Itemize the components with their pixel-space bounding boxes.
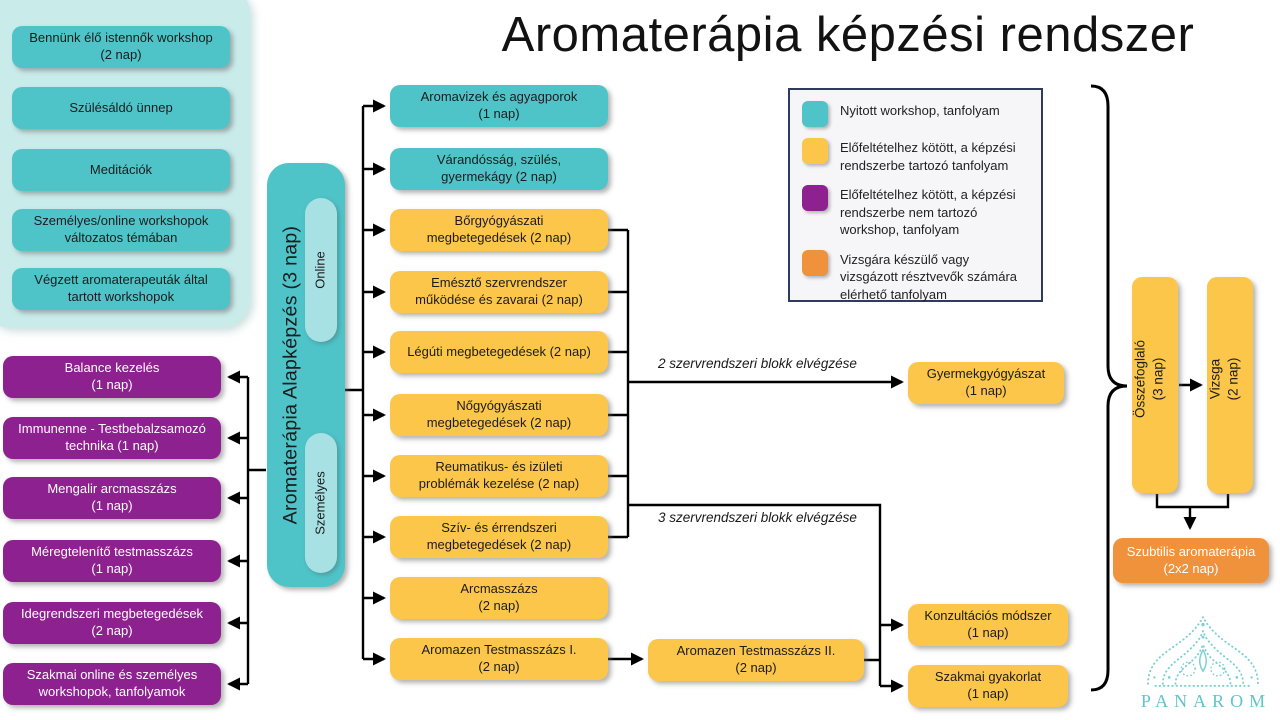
orange-swatch-icon xyxy=(802,249,828,276)
node-label: Méregtelenítő testmasszázs (1 nap) xyxy=(31,544,193,576)
legend-item-exam-related: Vizsgára készülő vagy vizsgázott résztve… xyxy=(802,249,1029,304)
node-aromavizek: Aromavizek és agyagporok (1 nap) xyxy=(390,85,608,127)
node-label: Immunenne - Testbebalzsamozó technika (1… xyxy=(18,421,206,453)
node-borgyogyaszat: Bőrgyógyászati megbetegedések (2 nap) xyxy=(390,209,608,251)
node-label: Emésztő szervrendszer működése és zavara… xyxy=(415,275,583,307)
node-leguti: Légúti megbetegedések (2 nap) xyxy=(390,331,608,373)
node-label: Nőgyógyászati megbetegedések (2 nap) xyxy=(426,398,572,430)
legend-label: Előfeltételhez kötött, a képzési rendsze… xyxy=(840,187,1016,238)
page-title: Aromaterápia képzési rendszer xyxy=(501,8,1195,62)
curly-brace xyxy=(1090,84,1128,692)
node-emeszto: Emésztő szervrendszer működése és zavara… xyxy=(390,271,608,313)
node-arcmasszazs: Arcmasszázs (2 nap) xyxy=(390,577,608,619)
node-istennok-workshop: Bennünk élő istennők workshop (2 nap) xyxy=(12,26,230,68)
node-varandossag: Várandósság, szülés, gyermekágy (2 nap) xyxy=(390,148,608,190)
panarom-logo: PANAROM xyxy=(1128,614,1278,714)
note-two-blocks: 2 szervrendszeri blokk elvégzése xyxy=(658,356,857,371)
node-label: Bennünk élő istennők workshop (2 nap) xyxy=(29,30,213,62)
legend-item-prereq-in-system: Előfeltételhez kötött, a képzési rendsze… xyxy=(802,138,1029,174)
node-vizsga: Vizsga (2 nap) xyxy=(1207,277,1253,493)
node-label: Vizsga (2 nap) xyxy=(1207,357,1240,401)
node-label: Személyes/online workshopok változatos t… xyxy=(33,213,209,245)
node-valtozatos-workshopok: Személyes/online workshopok változatos t… xyxy=(12,209,230,251)
node-sziv-errendszeri: Szív- és érrendszeri megbetegedések (2 n… xyxy=(390,516,608,558)
node-label: Bőrgyógyászati megbetegedések (2 nap) xyxy=(426,213,572,245)
node-label: Mengalir arcmasszázs (1 nap) xyxy=(47,481,177,513)
node-label: Várandósság, szülés, gyermekágy (2 nap) xyxy=(436,152,562,184)
node-szubtilis-aromaterapia: Szubtilis aromaterápia (2x2 nap) xyxy=(1113,538,1269,583)
node-gyermekgyogyaszat: Gyermekgyógyászat (1 nap) xyxy=(908,362,1064,404)
brand-name: PANAROM xyxy=(1140,691,1272,711)
teal-swatch-icon xyxy=(802,101,828,127)
node-szulesaldo-unnep: Szülésáldó ünnep xyxy=(12,87,230,129)
node-label: Légúti megbetegedések (2 nap) xyxy=(407,343,591,359)
yellow-swatch-icon xyxy=(802,138,828,164)
node-alapkepzes: Aromaterápia Alapképzés (3 nap) Online S… xyxy=(267,163,345,587)
node-meditaciok: Meditációk xyxy=(12,149,230,191)
legend-item-prereq-not-in-system: Előfeltételhez kötött, a képzési rendsze… xyxy=(802,185,1029,239)
node-szakmai-gyakorlat: Szakmai gyakorlat (1 nap) xyxy=(908,665,1068,707)
node-aromazen-2: Aromazen Testmasszázs II. (2 nap) xyxy=(648,639,864,681)
node-meregtelenito-testmasszazs: Méregtelenítő testmasszázs (1 nap) xyxy=(3,540,221,582)
node-reumatikus: Reumatikus- és izületi problémák kezelés… xyxy=(390,455,608,497)
node-label: Aromazen Testmasszázs II. (2 nap) xyxy=(676,643,836,675)
node-label: Konzultációs módszer (1 nap) xyxy=(924,608,1052,640)
node-nogyogyaszati: Nőgyógyászati megbetegedések (2 nap) xyxy=(390,394,608,436)
block-collector-lines xyxy=(608,228,904,693)
node-idegrendszeri: Idegrendszeri megbetegedések (2 nap) xyxy=(3,602,221,644)
pill-label: Online xyxy=(312,251,328,289)
node-label: Szív- és érrendszeri megbetegedések (2 n… xyxy=(426,520,572,552)
node-label: Reumatikus- és izületi problémák kezelés… xyxy=(418,459,580,491)
node-label: Aromavizek és agyagporok (1 nap) xyxy=(420,89,578,121)
node-konzultacios-modszer: Konzultációs módszer (1 nap) xyxy=(908,604,1068,646)
panarom-ornament-icon xyxy=(1147,615,1259,687)
module-branch-lines xyxy=(345,99,386,666)
mode-pill-online: Online xyxy=(305,198,337,342)
legend: Nyitott workshop, tanfolyam Előfeltételh… xyxy=(788,88,1043,302)
node-label: Szakmai gyakorlat (1 nap) xyxy=(934,669,1042,701)
final-stage-lines xyxy=(1090,84,1230,692)
node-vegzett-aromaterapeutak: Végzett aromaterapeuták által tartott wo… xyxy=(12,268,230,310)
node-label: Gyermekgyógyászat (1 nap) xyxy=(926,366,1046,398)
node-label: Balance kezelés (1 nap) xyxy=(64,360,160,392)
advanced-branch-lines xyxy=(227,370,266,691)
node-label: Szülésáldó ünnep xyxy=(69,99,173,115)
legend-label: Vizsgára készülő vagy vizsgázott résztve… xyxy=(840,251,1018,302)
node-label: Szubtilis aromaterápia (2x2 nap) xyxy=(1126,543,1256,576)
node-label: Idegrendszeri megbetegedések (2 nap) xyxy=(20,606,204,638)
node-label: Arcmasszázs (2 nap) xyxy=(460,581,538,613)
legend-label: Nyitott workshop, tanfolyam xyxy=(840,103,1000,118)
note-three-blocks: 3 szervrendszeri blokk elvégzése xyxy=(658,510,857,525)
node-label: Összefoglaló (3 nap) xyxy=(1132,339,1165,419)
node-osszefoglalo: Összefoglaló (3 nap) xyxy=(1132,277,1178,493)
pill-label: Személyes xyxy=(312,471,328,535)
node-label: Szakmai online és személyes workshopok, … xyxy=(26,667,198,699)
node-immunenne: Immunenne - Testbebalzsamozó technika (1… xyxy=(3,417,221,459)
node-aromazen-1: Aromazen Testmasszázs I. (2 nap) xyxy=(390,638,608,680)
node-label: Aromazen Testmasszázs I. (2 nap) xyxy=(421,642,577,674)
node-label: Végzett aromaterapeuták által tartott wo… xyxy=(34,272,208,304)
purple-swatch-icon xyxy=(802,185,828,212)
node-balance-kezeles: Balance kezelés (1 nap) xyxy=(3,356,221,398)
node-mengalir-arcmasszazs: Mengalir arcmasszázs (1 nap) xyxy=(3,477,221,519)
mode-pill-szemelyes: Személyes xyxy=(305,433,337,573)
legend-label: Előfeltételhez kötött, a képzési rendsze… xyxy=(840,140,1016,173)
legend-item-open: Nyitott workshop, tanfolyam xyxy=(802,101,1029,127)
node-label: Meditációk xyxy=(89,161,153,177)
node-label: Aromaterápia Alapképzés (3 nap) xyxy=(279,225,302,525)
node-szakmai-workshopok: Szakmai online és személyes workshopok, … xyxy=(3,663,221,705)
